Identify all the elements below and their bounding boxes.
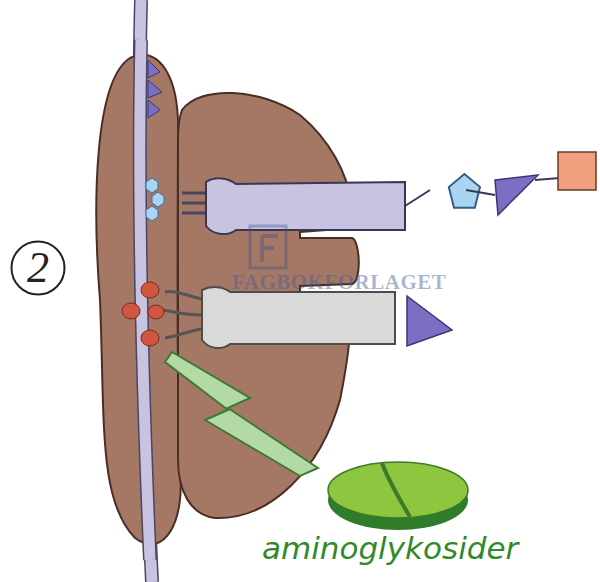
lightning-bolt bbox=[165, 352, 318, 476]
callout-circle: 2 bbox=[10, 240, 66, 296]
antibiotic-pill bbox=[328, 462, 468, 530]
watermark-logo bbox=[250, 226, 286, 268]
watermark: FAGBOKFORLAGET bbox=[232, 270, 446, 295]
callout-number: 2 bbox=[27, 246, 49, 290]
lower-trna bbox=[163, 287, 452, 348]
anticodon-blobs bbox=[122, 282, 164, 346]
drug-label: aminoglykosider bbox=[262, 530, 518, 566]
upper-trna bbox=[182, 152, 596, 234]
codon-triangles bbox=[148, 60, 162, 118]
codon-hexagons bbox=[146, 178, 164, 221]
